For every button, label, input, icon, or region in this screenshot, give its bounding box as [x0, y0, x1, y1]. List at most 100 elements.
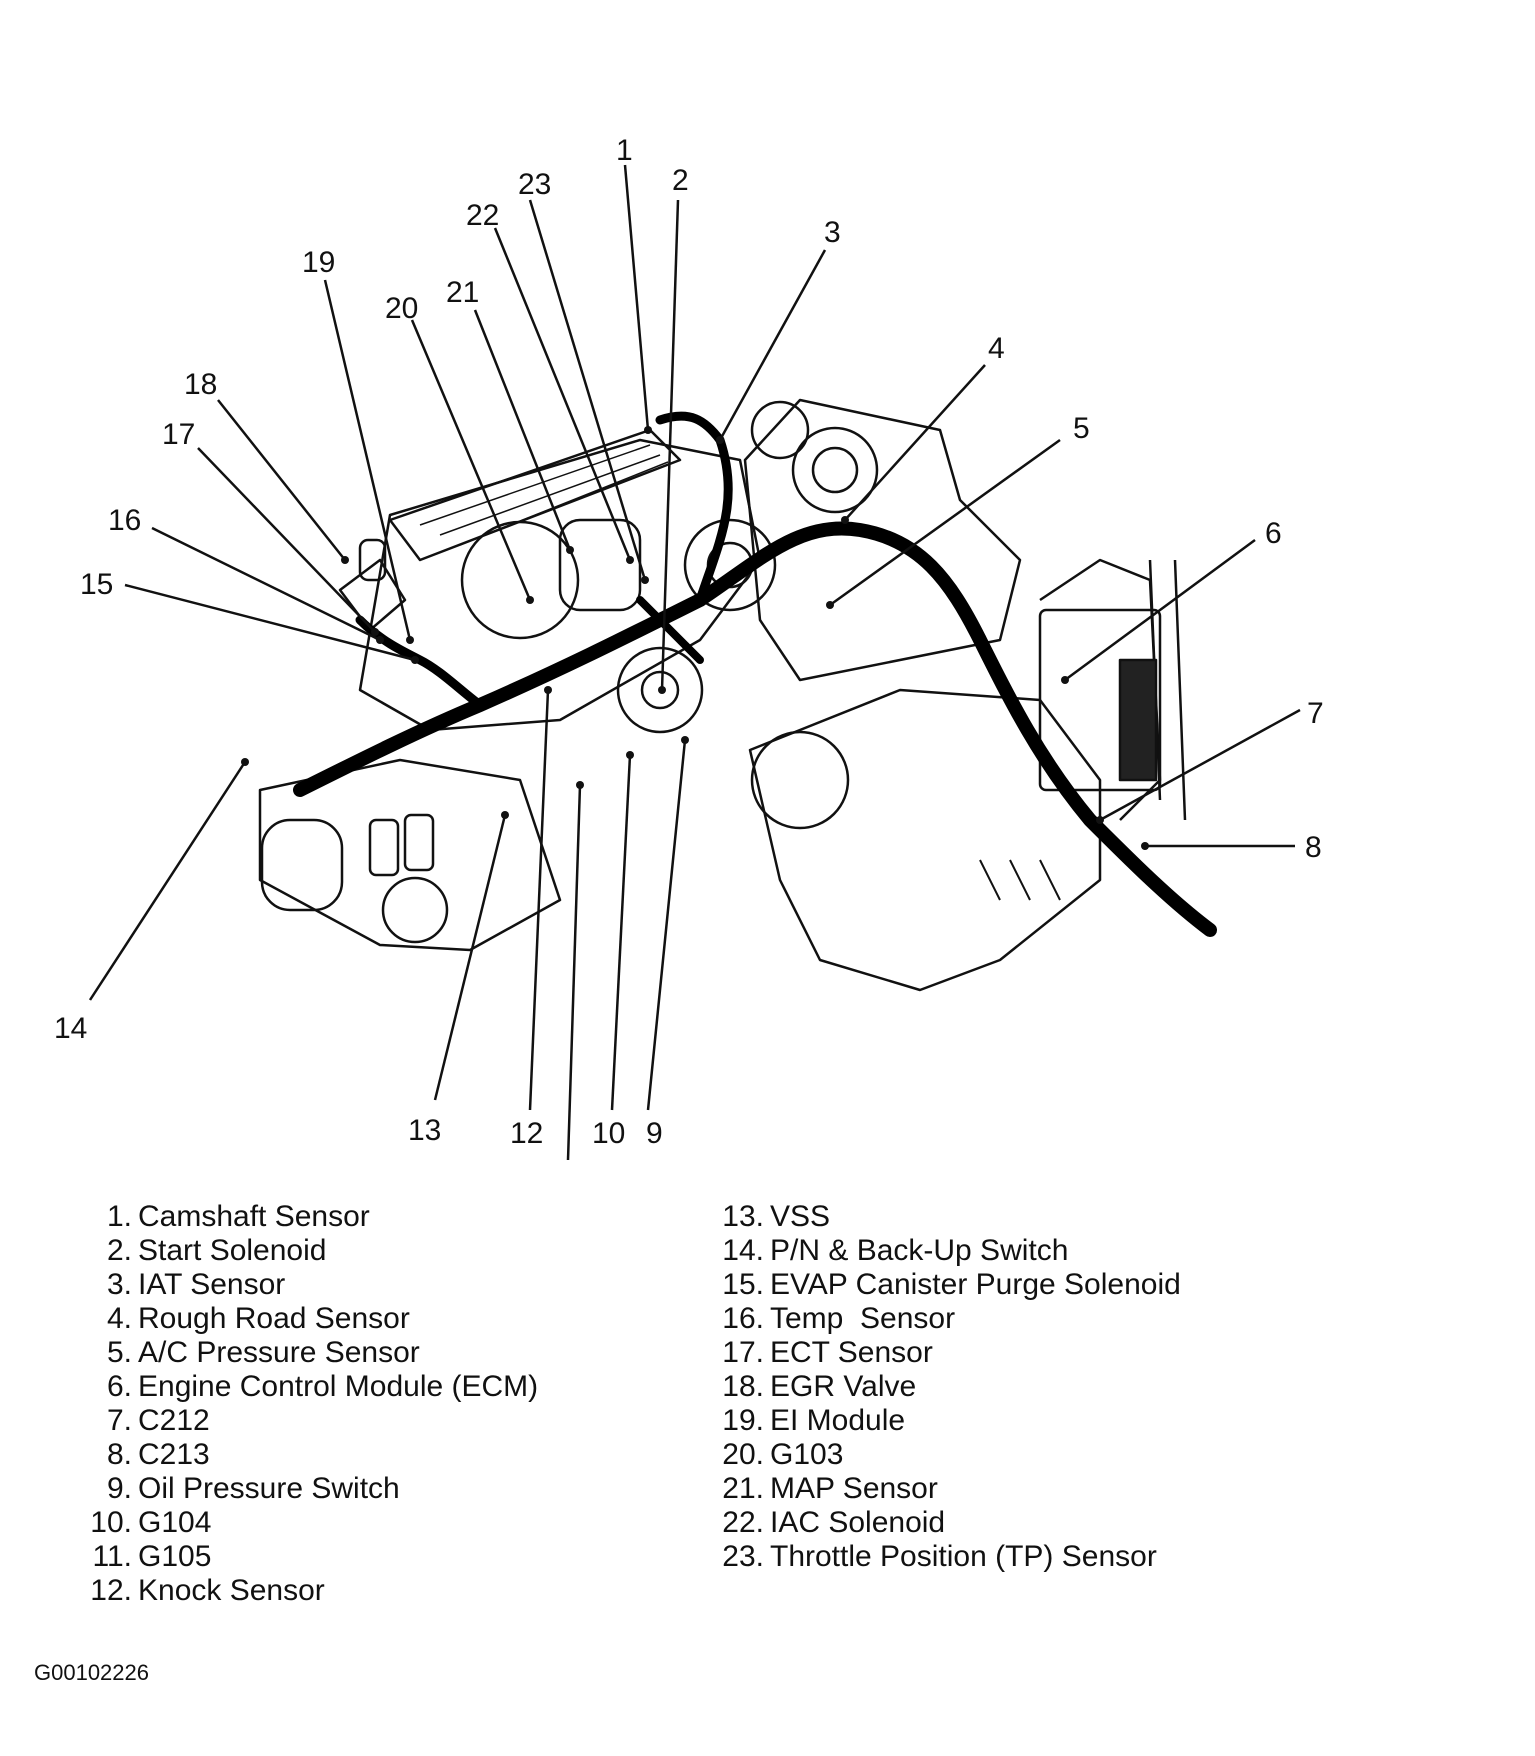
legend-label: Throttle Position (TP) Sensor [770, 1540, 1157, 1573]
legend-label: Temp Sensor [770, 1302, 956, 1335]
callout-arrowheads [241, 426, 1149, 850]
callout-20: 20 [385, 292, 418, 325]
leader-7 [1099, 708, 1301, 822]
leader-4 [844, 364, 986, 521]
figure-code: G00102226 [34, 1660, 149, 1685]
legend-left-column: 1.Camshaft Sensor 2.Start Solenoid 3.IAT… [72, 1200, 538, 1608]
valve-cover [388, 428, 682, 562]
callout-13: 13 [408, 1114, 441, 1147]
leader-14 [88, 761, 247, 1001]
legend-label: MAP Sensor [770, 1472, 938, 1505]
legend-item: 12.Knock Sensor [72, 1574, 538, 1608]
engine-wiring-diagram: 1 2 3 4 5 6 7 8 9 10 11 12 13 14 15 16 1… [54, 134, 1324, 1160]
legend-number: 11. [92, 1540, 132, 1573]
leader-5 [829, 438, 1061, 607]
legend-label: P/N & Back-Up Switch [770, 1234, 1069, 1267]
legend-label: Knock Sensor [138, 1574, 325, 1607]
callout-2: 2 [672, 164, 689, 197]
legend-number: 8. [106, 1438, 132, 1471]
callout-16: 16 [108, 504, 141, 537]
legend-label: G104 [138, 1506, 212, 1539]
inner-fender [748, 688, 1102, 992]
legend-number: 23. [722, 1540, 764, 1573]
callout-19: 19 [302, 246, 335, 279]
legend-label: Start Solenoid [138, 1234, 327, 1267]
strut-tower [791, 426, 879, 514]
callout-21: 21 [446, 276, 479, 309]
legend-item: 22.IAC Solenoid [652, 1506, 1181, 1540]
callout-22: 22 [466, 199, 499, 232]
legend-item: 4.Rough Road Sensor [72, 1302, 538, 1336]
legend-label: Engine Control Module (ECM) [138, 1370, 539, 1403]
legend-number: 20. [722, 1438, 764, 1471]
leader-15 [124, 583, 416, 662]
legend-label: EGR Valve [770, 1370, 917, 1403]
legend-item: 17.ECT Sensor [652, 1336, 1181, 1370]
legend-number: 14. [722, 1234, 764, 1267]
legend-label: ECT Sensor [770, 1336, 933, 1369]
firewall [743, 398, 1022, 682]
legend-number: 13. [722, 1200, 764, 1233]
legend-number: 1. [106, 1200, 132, 1233]
callout-14: 14 [54, 1012, 87, 1045]
callout-5: 5 [1073, 412, 1090, 445]
legend-number: 5. [106, 1336, 132, 1369]
legend-item: 2.Start Solenoid [72, 1234, 538, 1268]
legend-item: 11.G105 [72, 1540, 538, 1574]
legend-item: 13.VSS [652, 1200, 1181, 1234]
legend-item: 21.MAP Sensor [652, 1472, 1181, 1506]
callout-3: 3 [824, 216, 841, 249]
legend-label: IAT Sensor [138, 1268, 286, 1301]
legend-item: 19.EI Module [652, 1404, 1181, 1438]
leader-6 [1064, 538, 1256, 682]
legend-number: 3. [106, 1268, 132, 1301]
legend-label: A/C Pressure Sensor [138, 1336, 420, 1369]
legend-label: Rough Road Sensor [138, 1302, 410, 1335]
callout-numbers: 1 2 3 4 5 6 7 8 9 10 11 12 13 14 15 16 1… [54, 134, 1324, 1150]
legend-label: VSS [770, 1200, 831, 1233]
callout-23: 23 [518, 168, 551, 201]
callout-4: 4 [988, 332, 1005, 365]
legend-label: IAC Solenoid [770, 1506, 946, 1539]
legend-number: 6. [106, 1370, 132, 1403]
leader-13 [433, 814, 507, 1101]
intake-plenum [460, 520, 580, 640]
engine-illustration [258, 398, 1217, 992]
alternator [683, 518, 777, 612]
callout-9: 9 [646, 1117, 663, 1150]
legend-label: C212 [138, 1404, 210, 1437]
legend-number: 15. [722, 1268, 764, 1301]
legend-label: EI Module [770, 1404, 906, 1437]
starter [616, 646, 704, 734]
legend-item: 8.C213 [72, 1438, 538, 1472]
callout-15: 15 [80, 568, 113, 601]
legend-number: 17. [722, 1336, 764, 1369]
engine-block [358, 438, 762, 732]
leader-19 [323, 279, 412, 641]
legend-item: 20.G103 [652, 1438, 1181, 1472]
callout-leaders [88, 164, 1301, 1160]
legend-item: 18.EGR Valve [652, 1370, 1181, 1404]
legend-number: 7. [106, 1404, 132, 1437]
callout-18: 18 [184, 368, 217, 401]
legend-number: 10. [90, 1506, 132, 1539]
wiring-harness [293, 521, 1217, 937]
callout-6: 6 [1265, 517, 1282, 550]
legend-item: 9.Oil Pressure Switch [72, 1472, 538, 1506]
leader-9 [646, 739, 687, 1111]
callout-7: 7 [1307, 697, 1324, 730]
transaxle [258, 758, 562, 952]
throttle-body [558, 518, 642, 612]
callout-10: 10 [592, 1117, 625, 1150]
leader-16 [151, 526, 381, 642]
leader-21 [473, 309, 572, 551]
legend-label: Camshaft Sensor [138, 1200, 370, 1233]
leader-3 [718, 249, 827, 441]
legend-item: 1.Camshaft Sensor [72, 1200, 538, 1234]
legend-item: 6.Engine Control Module (ECM) [72, 1370, 538, 1404]
legend-number: 18. [722, 1370, 764, 1403]
legend-number: 21. [722, 1472, 764, 1505]
legend-item: 7.C212 [72, 1404, 538, 1438]
legend-right-column: 13.VSS 14.P/N & Back-Up Switch 15.EVAP C… [652, 1200, 1181, 1574]
leader-1 [623, 164, 650, 431]
